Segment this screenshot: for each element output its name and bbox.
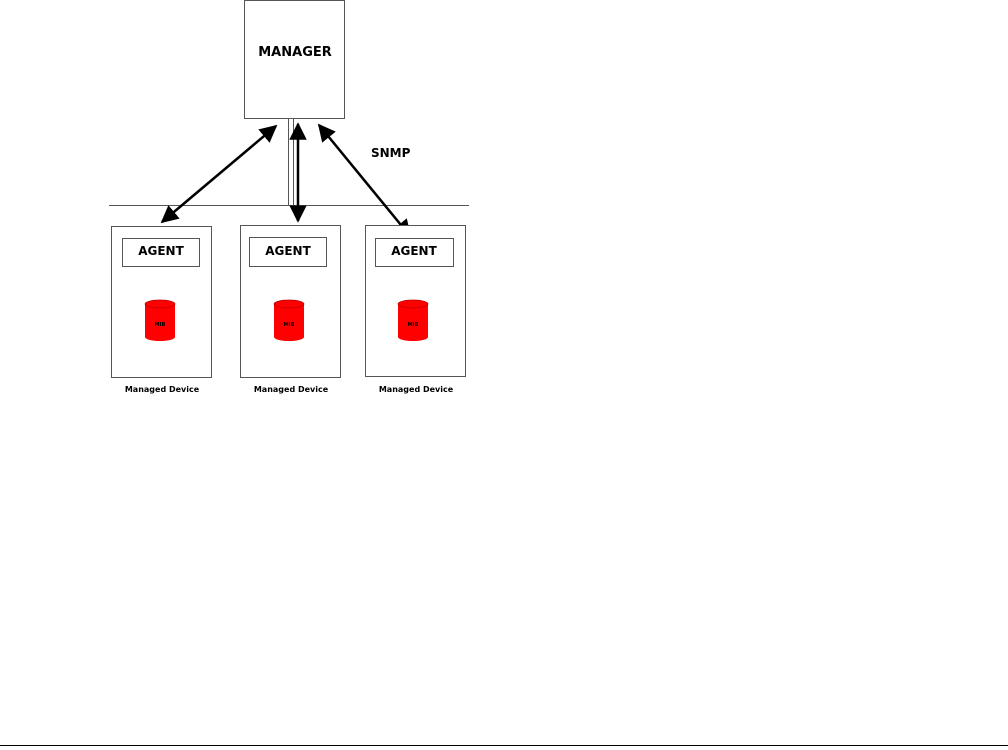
managed-device-caption: Managed Device xyxy=(361,386,471,394)
database-icon xyxy=(145,300,175,341)
snmp-arrow-right xyxy=(319,125,410,236)
snmp-arrow-left xyxy=(162,126,276,222)
managed-device-caption: Managed Device xyxy=(236,386,346,394)
managed-device-caption: Managed Device xyxy=(107,386,217,394)
agent-label: AGENT xyxy=(375,245,453,257)
database-icon xyxy=(398,300,428,341)
snmp-label: SNMP xyxy=(371,147,410,159)
mib-label: MIB xyxy=(398,323,428,328)
database-icon xyxy=(274,300,304,341)
page-bottom-rule xyxy=(0,745,1008,746)
agent-label: AGENT xyxy=(249,245,327,257)
mib-label: MIB xyxy=(274,323,304,328)
agent-label: AGENT xyxy=(122,245,200,257)
manager-label: MANAGER xyxy=(245,46,345,59)
mib-label: MIB xyxy=(145,323,175,328)
